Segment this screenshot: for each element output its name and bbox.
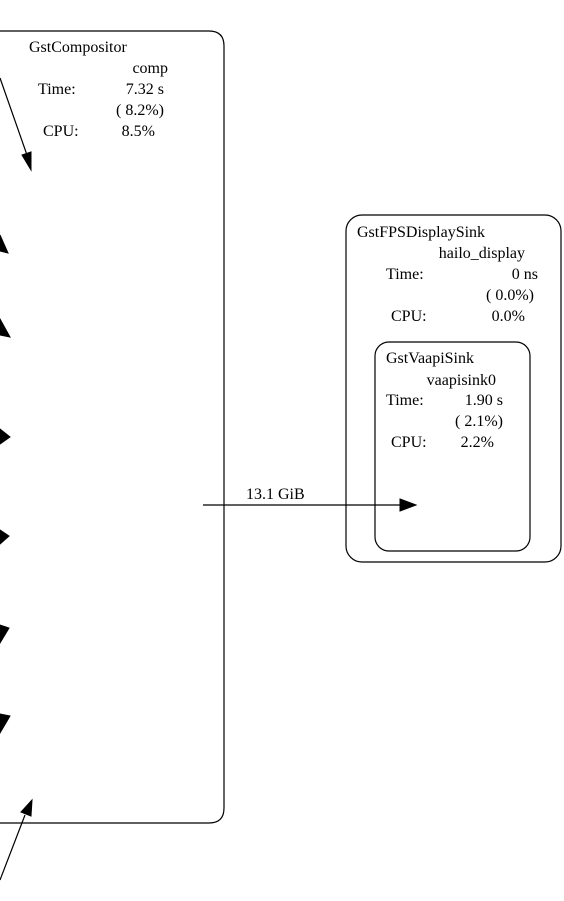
arrowhead-4 xyxy=(0,529,10,545)
compositor-type: GstCompositor xyxy=(29,39,127,56)
display-sink-name: hailo_display xyxy=(439,245,525,262)
display-sink-node[interactable]: GstFPSDisplaySink hailo_display Time: 0 … xyxy=(345,214,562,563)
incoming-edge-top xyxy=(0,77,32,172)
display-sink-border xyxy=(345,214,562,563)
vaapi-sink-time-pct: ( 2.1%) xyxy=(455,413,503,430)
arrowhead-6 xyxy=(0,713,11,734)
display-sink-cpu: 0.0% xyxy=(492,308,525,325)
incoming-edge-bottom xyxy=(0,798,33,881)
display-sink-time: 0 ns xyxy=(512,266,538,283)
display-sink-cpu-label: CPU: xyxy=(391,308,427,325)
vaapi-sink-node[interactable]: GstVaapiSink vaapisink0 Time: 1.90 s ( 2… xyxy=(374,341,531,552)
compositor-time: 7.32 s xyxy=(126,81,164,98)
compositor-cpu: 8.5% xyxy=(122,123,155,140)
vaapi-sink-name: vaapisink0 xyxy=(427,372,496,389)
display-sink-type: GstFPSDisplaySink xyxy=(357,224,485,241)
compositor-time-pct: ( 8.2%) xyxy=(116,102,164,119)
arrowhead-2 xyxy=(0,317,11,338)
vaapi-sink-type: GstVaapiSink xyxy=(386,350,474,367)
arrowhead-5 xyxy=(0,624,10,644)
compositor-name: comp xyxy=(132,60,168,77)
vaapi-sink-time-label: Time: xyxy=(386,392,424,409)
compositor-node[interactable]: GstCompositor comp Time: 7.32 s ( 8.2%) … xyxy=(0,30,225,824)
vaapi-sink-border xyxy=(374,341,531,552)
compositor-cpu-label: CPU: xyxy=(43,123,79,140)
arrowhead-1 xyxy=(0,234,9,254)
compositor-node-border xyxy=(0,30,225,824)
arrowhead-3 xyxy=(0,428,11,445)
display-sink-time-label: Time: xyxy=(386,266,424,283)
vaapi-sink-cpu: 2.2% xyxy=(461,434,494,451)
vaapi-sink-cpu-label: CPU: xyxy=(391,434,427,451)
vaapi-sink-time: 1.90 s xyxy=(465,392,503,409)
edge-comp-to-sink: 13.1 GiB xyxy=(203,486,418,512)
compositor-time-label: Time: xyxy=(38,81,76,98)
edge-comp-to-sink-label: 13.1 GiB xyxy=(246,486,305,503)
display-sink-time-pct: ( 0.0%) xyxy=(486,287,534,304)
incoming-arrowheads xyxy=(0,234,11,734)
